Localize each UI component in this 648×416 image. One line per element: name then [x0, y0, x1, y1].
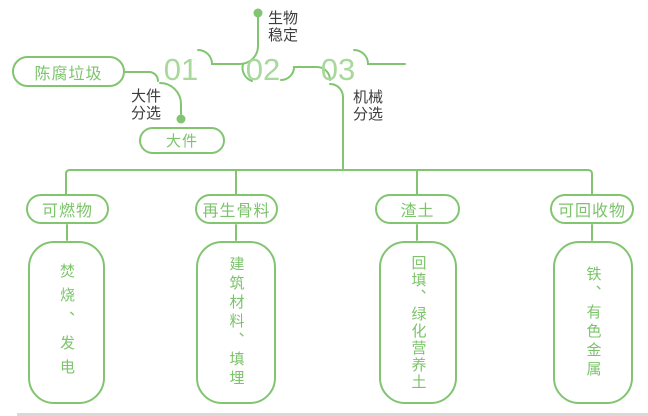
line-source-to-01	[124, 71, 159, 82]
category-recycled-aggregate: 再生骨料	[195, 194, 278, 224]
branch-01-down	[159, 82, 182, 115]
category-combustible: 可燃物	[26, 194, 109, 224]
line-01-to-02-up	[197, 16, 259, 65]
step-label-mechanical-sorting: 机械分选	[353, 89, 384, 123]
step-number-03: 03	[320, 52, 356, 87]
step-label-bio-stabilization: 生物稳定	[268, 10, 299, 44]
line-03-end	[353, 49, 406, 65]
large-item-node: 大件	[139, 127, 225, 154]
category-recyclable: 可回收物	[550, 194, 634, 224]
bottom-edge-artifact	[17, 413, 648, 416]
step-label-bulky-sorting: 大件分选	[131, 88, 162, 122]
detail-text-recyclable: 铁、有色金属	[584, 265, 602, 380]
category-slag-soil: 渣土	[375, 194, 460, 224]
detail-text-recycled-aggregate: 建筑材料、填埋	[227, 256, 245, 389]
source-node: 陈腐垃圾	[12, 56, 125, 87]
detail-text-slag-soil: 回填、绿化营养土	[409, 254, 427, 391]
dot-bio-branch	[253, 8, 263, 18]
step-number-01: 01	[163, 52, 199, 87]
detail-box-recycled-aggregate: 建筑材料、填埋	[196, 241, 276, 404]
distribution-rail	[65, 169, 593, 195]
detail-box-slag-soil: 回填、绿化营养土	[379, 241, 457, 404]
branch-03-down	[329, 83, 344, 171]
detail-box-combustible: 焚烧、发电	[28, 241, 105, 404]
detail-box-recyclable: 铁、有色金属	[553, 241, 633, 404]
hook-02-left	[241, 63, 253, 82]
step-number-02: 02	[245, 52, 281, 87]
detail-text-combustible: 焚烧、发电	[58, 262, 75, 383]
line-02-to-03	[280, 66, 331, 81]
dot-large-item-branch	[176, 114, 186, 124]
